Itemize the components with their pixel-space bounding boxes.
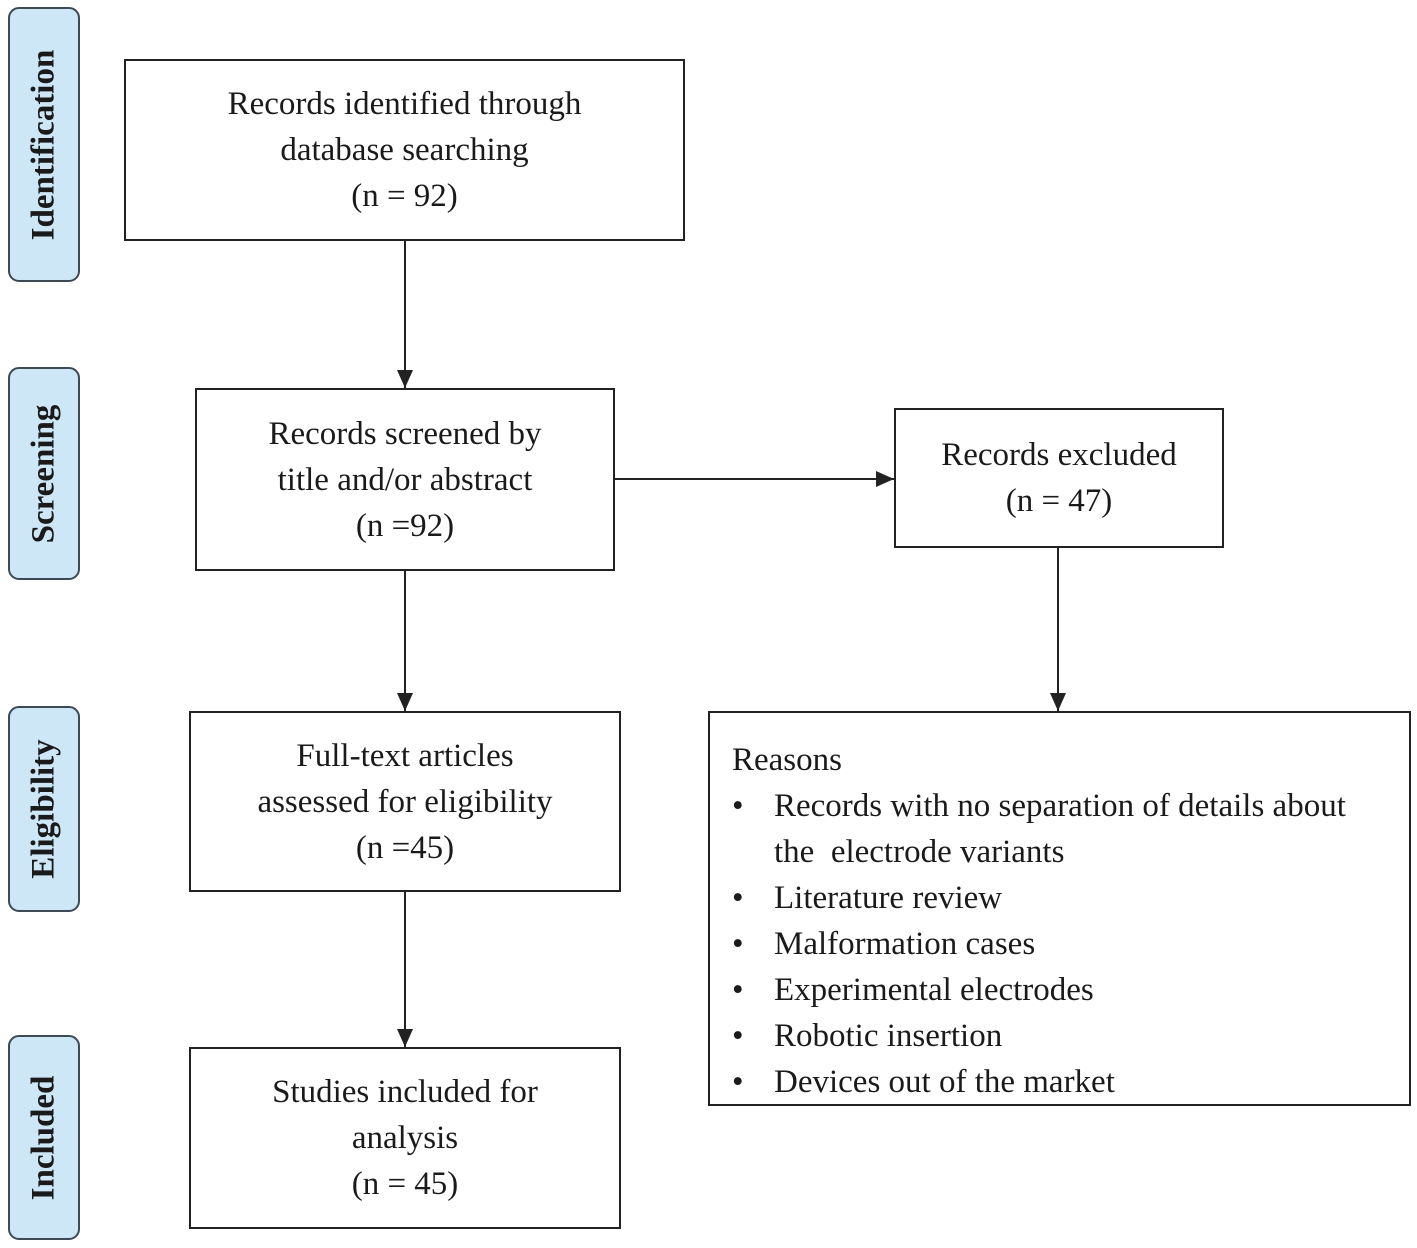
reason-item: •Experimental electrodes (732, 967, 1409, 1013)
fulltext-assessed-count: (n =45) (355, 829, 455, 866)
stage-included: Included (8, 1035, 80, 1240)
studies-included-box: Studies included for analysis (n = 45) (189, 1047, 621, 1229)
bullet-icon: • (732, 788, 744, 824)
fulltext-assessed-line1: Full-text articles (296, 737, 514, 774)
reason-item: •Literature review (732, 875, 1409, 921)
records-excluded-line1: Records excluded (941, 437, 1177, 473)
fulltext-assessed-line2: assessed for eligibility (257, 783, 553, 820)
records-excluded-count: (n = 47) (1005, 483, 1113, 519)
reason-item: •Devices out of the market (732, 1059, 1409, 1105)
records-excluded-box: Records excluded (n = 47) (894, 408, 1224, 548)
studies-included-line2: analysis (351, 1120, 459, 1156)
reasons-title: Reasons (732, 742, 842, 778)
records-identified-box: Records identified through database sear… (124, 59, 685, 241)
records-identified-count: (n = 92) (351, 178, 458, 214)
records-screened-count: (n =92) (355, 507, 455, 544)
records-identified-line2: database searching (280, 132, 529, 168)
reason-item: •Malformation cases (732, 921, 1409, 967)
records-identified-line1: Records identified through (227, 86, 582, 122)
reason-item: •Records with no separation of details a… (732, 783, 1409, 875)
studies-included-line1: Studies included for (272, 1074, 538, 1110)
records-screened-line1: Records screened by (268, 415, 542, 452)
reason-item: •Robotic insertion (732, 1013, 1409, 1059)
records-screened-line2: title and/or abstract (277, 461, 533, 498)
stage-screening: Screening (8, 367, 80, 580)
exclusion-reasons-box: Reasons •Records with no separation of d… (708, 711, 1411, 1106)
reasons-list: •Records with no separation of details a… (732, 783, 1409, 1105)
bullet-icon: • (732, 1064, 744, 1100)
fulltext-assessed-box: Full-text articles assessed for eligibil… (189, 711, 621, 892)
bullet-icon: • (732, 1018, 744, 1054)
bullet-icon: • (732, 926, 744, 962)
bullet-icon: • (732, 880, 744, 916)
studies-included-count: (n = 45) (351, 1166, 459, 1202)
records-screened-box: Records screened by title and/or abstrac… (195, 388, 615, 571)
stage-identification: Identification (8, 7, 80, 282)
bullet-icon: • (732, 972, 744, 1008)
stage-eligibility: Eligibility (8, 706, 80, 912)
